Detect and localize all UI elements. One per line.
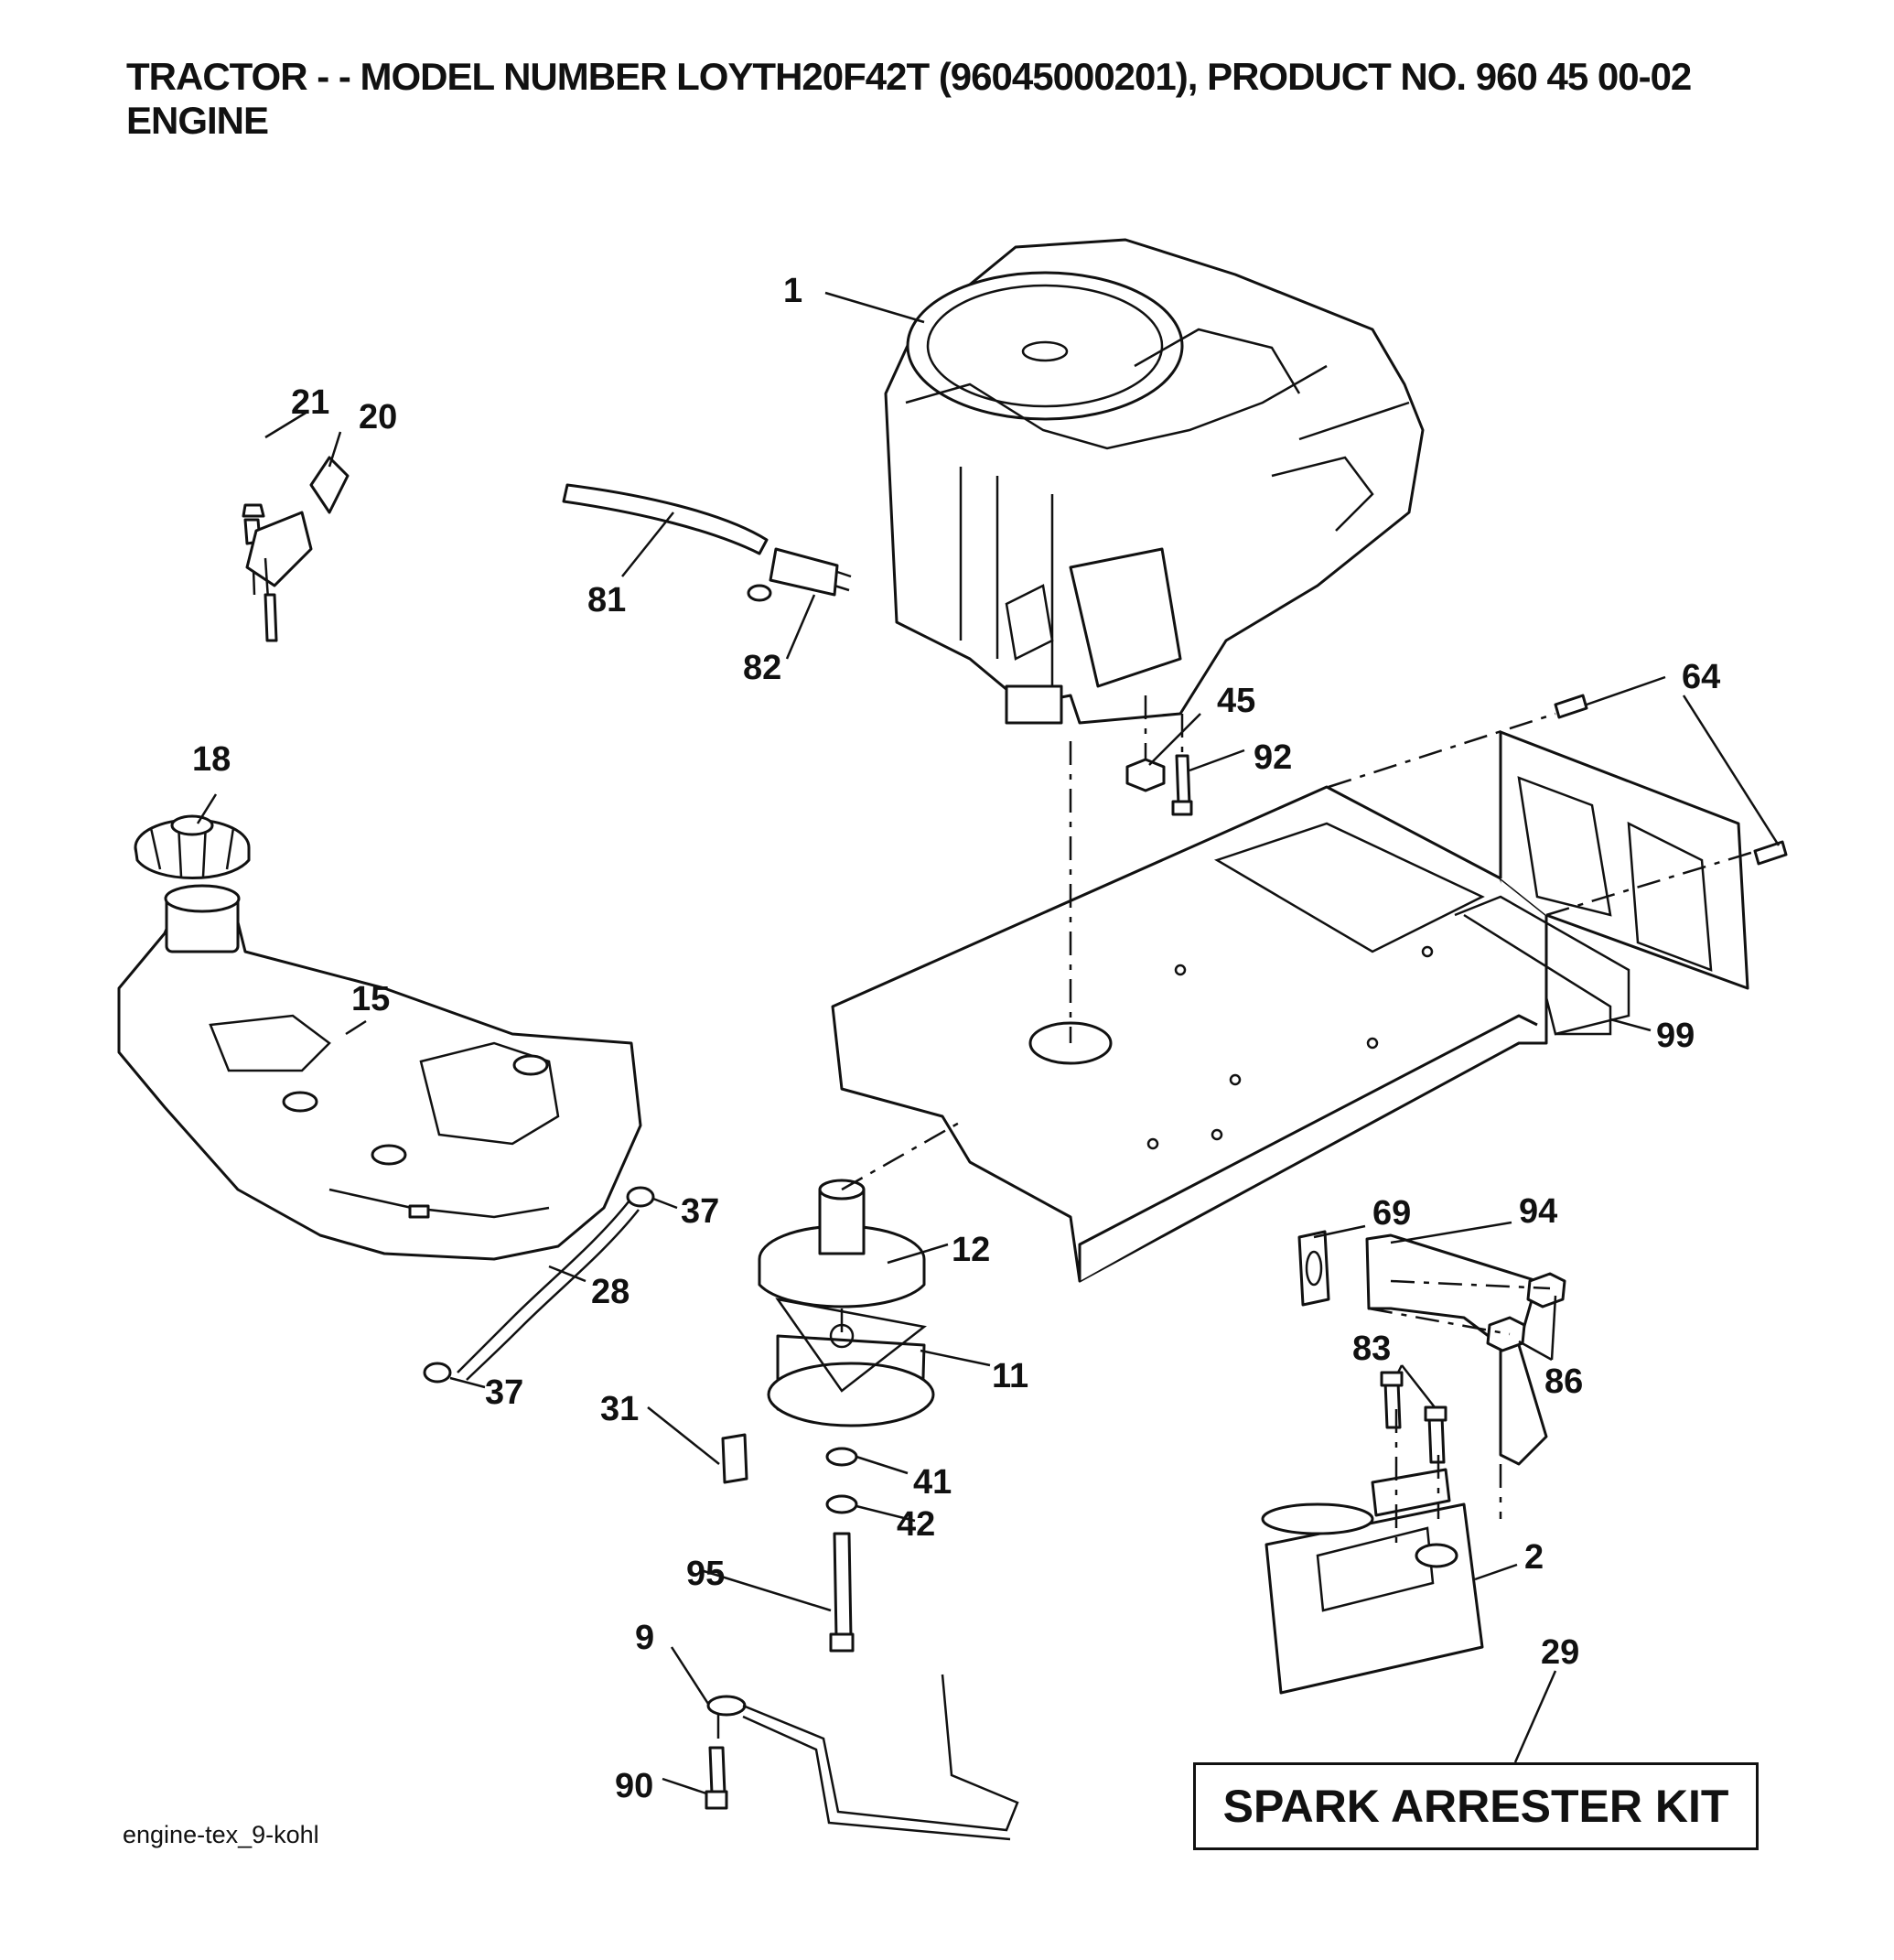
diagram-code: engine-tex_9-kohl: [123, 1821, 319, 1848]
callout-37-top: 37: [681, 1192, 719, 1231]
bracket-9[interactable]: [706, 1674, 1019, 1841]
callout-9: 9: [635, 1619, 654, 1657]
callout-69: 69: [1372, 1194, 1411, 1233]
callout-11: 11: [992, 1357, 1028, 1395]
callout-99: 99: [1656, 1017, 1695, 1055]
bolt-92[interactable]: [1171, 754, 1193, 816]
callout-37-bottom: 37: [485, 1373, 523, 1412]
bolt-83-left[interactable]: [1380, 1371, 1404, 1429]
callout-82: 82: [743, 649, 781, 687]
spark-arrester-kit-label: SPARK ARRESTER KIT: [1222, 1781, 1729, 1832]
callout-42: 42: [897, 1505, 935, 1544]
page-subtitle: ENGINE: [126, 99, 269, 142]
bolt-64-top[interactable]: [1554, 694, 1588, 719]
callout-81: 81: [587, 581, 626, 619]
exhaust-pipe-94[interactable]: [1365, 1233, 1548, 1466]
page-title: TRACTOR - - MODEL NUMBER LOYTH20F42T (96…: [126, 55, 1692, 98]
muffler-2[interactable]: [1261, 1468, 1484, 1695]
hose-clamp-bottom[interactable]: [423, 1362, 452, 1384]
washer-42[interactable]: [825, 1494, 858, 1514]
gasket-69[interactable]: [1297, 1230, 1330, 1307]
throttle-assembly[interactable]: [242, 456, 350, 642]
pulley-12[interactable]: [758, 1179, 926, 1308]
callout-92: 92: [1254, 738, 1292, 777]
bolt-95[interactable]: [829, 1532, 855, 1653]
fuel-filter-82[interactable]: [747, 547, 852, 602]
callout-83: 83: [1352, 1330, 1391, 1368]
fuel-tank[interactable]: [117, 884, 642, 1261]
callout-90: 90: [615, 1767, 653, 1805]
chassis-frame: [831, 730, 1749, 1283]
frame-gasket-99[interactable]: [1454, 895, 1630, 1036]
callout-45: 45: [1217, 682, 1255, 720]
bolt-64-right[interactable]: [1753, 840, 1788, 866]
hose-clamp-top[interactable]: [626, 1186, 655, 1208]
fuel-hose-81[interactable]: [562, 483, 769, 555]
callout-41: 41: [913, 1463, 952, 1502]
callout-64: 64: [1682, 658, 1720, 696]
callout-20: 20: [359, 398, 397, 436]
screw-90[interactable]: [705, 1746, 728, 1810]
engine-drawing[interactable]: [884, 238, 1425, 725]
fuel-line-28[interactable]: [457, 1200, 640, 1381]
callout-31: 31: [600, 1390, 639, 1428]
part-31[interactable]: [721, 1433, 748, 1484]
nut-86-bottom[interactable]: [1486, 1316, 1526, 1352]
clutch-11[interactable]: [767, 1298, 935, 1427]
nut-86-top[interactable]: [1526, 1272, 1566, 1308]
callout-86: 86: [1544, 1362, 1583, 1401]
callout-29: 29: [1541, 1633, 1579, 1672]
callout-15: 15: [351, 980, 390, 1018]
nut-45[interactable]: [1125, 758, 1166, 792]
spark-arrester-kit-box[interactable]: SPARK ARRESTER KIT: [1193, 1762, 1759, 1850]
callout-18: 18: [192, 740, 231, 779]
washer-41[interactable]: [825, 1447, 858, 1467]
callout-95: 95: [686, 1555, 725, 1593]
callout-28: 28: [591, 1273, 630, 1311]
fuel-cap[interactable]: [134, 814, 251, 879]
callout-1: 1: [783, 272, 802, 310]
callout-94: 94: [1519, 1192, 1557, 1231]
bolt-83-right[interactable]: [1424, 1405, 1447, 1464]
callout-2: 2: [1524, 1538, 1544, 1577]
callout-12: 12: [952, 1231, 990, 1269]
callout-21: 21: [291, 383, 329, 422]
